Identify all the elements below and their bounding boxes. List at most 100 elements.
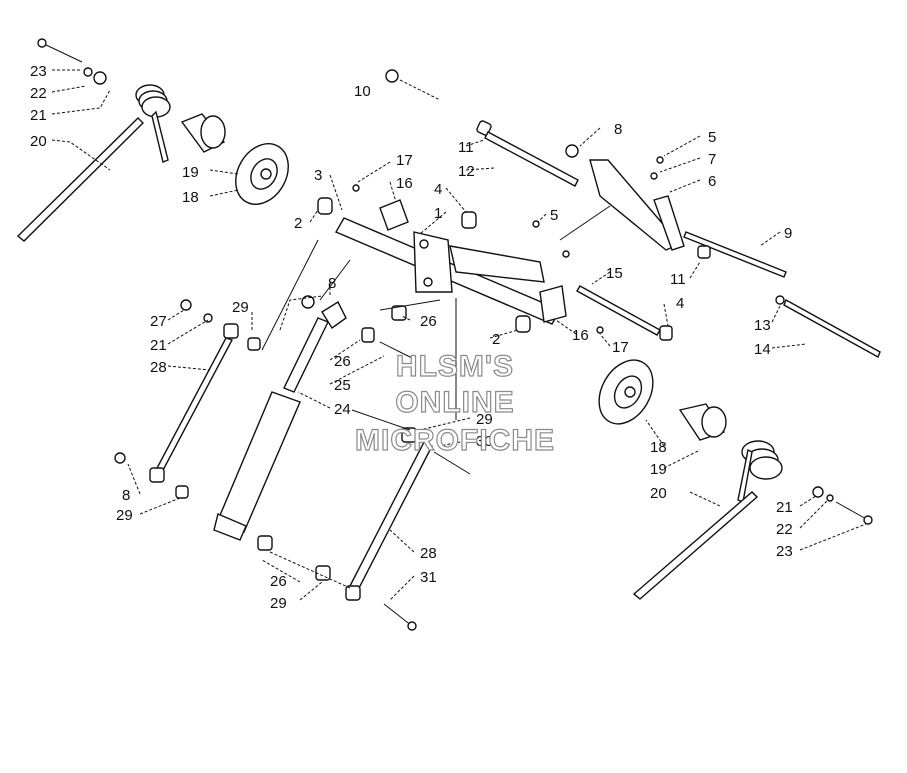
spring-arm-20-left	[16, 117, 144, 242]
callout-28: 28	[150, 359, 167, 376]
callout-8: 8	[122, 487, 130, 504]
washer-22-left	[83, 67, 93, 77]
callout-20: 20	[650, 485, 667, 502]
nut-8-lower	[114, 452, 126, 464]
torsion-spring-20-left	[135, 84, 171, 163]
screw-5-center	[532, 220, 540, 228]
callout-7: 7	[708, 151, 716, 168]
callout-8: 8	[614, 121, 622, 138]
bushing-2-left	[317, 197, 333, 215]
callout-4: 4	[434, 181, 442, 198]
watermark-line-2: ONLINE	[395, 386, 514, 419]
callout-10: 10	[354, 83, 371, 100]
bolt-23-right	[835, 501, 869, 521]
bolt-30	[433, 451, 471, 475]
callout-22: 22	[30, 85, 47, 102]
callout-11: 11	[458, 139, 474, 156]
grease-fitting-17-left	[352, 184, 360, 192]
callout-24: 24	[334, 401, 351, 418]
bolt-9	[683, 231, 787, 278]
callout-3: 3	[314, 167, 322, 184]
nut-10	[385, 69, 399, 83]
callout-29: 29	[270, 595, 287, 612]
link-rod-28-left	[154, 337, 234, 473]
washer-21-link	[203, 313, 213, 323]
callout-4: 4	[676, 295, 684, 312]
bushing-4-upper	[461, 211, 477, 229]
callout-25: 25	[334, 377, 351, 394]
callout-17: 17	[612, 339, 629, 356]
callout-23: 23	[776, 543, 793, 560]
callout-19: 19	[182, 164, 199, 181]
callout-23: 23	[30, 63, 47, 80]
callout-26: 26	[420, 313, 437, 330]
callout-13: 13	[754, 317, 771, 334]
callout-16: 16	[572, 327, 589, 344]
spring-arm-20-right	[632, 491, 759, 600]
callout-18: 18	[182, 189, 199, 206]
bushing-26-upper	[391, 305, 407, 321]
callout-21: 21	[776, 499, 793, 516]
bolt-14	[783, 299, 881, 358]
callout-30: 30	[476, 433, 493, 450]
watermark-line-1: HLSM'S	[396, 350, 514, 383]
bushing-16-right	[539, 285, 567, 323]
nut-8-shock	[301, 295, 315, 309]
washer-7	[650, 172, 658, 180]
callout-31: 31	[420, 569, 437, 586]
link-rod-28-right	[349, 441, 433, 591]
left-spring-assembly	[16, 38, 289, 242]
callout-29: 29	[476, 411, 493, 428]
callout-22: 22	[776, 521, 793, 538]
nut-8-upper	[565, 144, 579, 158]
shaft-12	[484, 131, 579, 187]
callout-26: 26	[334, 353, 351, 370]
bushing-29-lower-left	[175, 485, 189, 499]
callout-21: 21	[30, 107, 47, 124]
callout-17: 17	[396, 152, 413, 169]
washer-21-right	[812, 486, 824, 498]
bushing-29-mid	[401, 427, 417, 443]
bushing-2-right	[515, 315, 531, 333]
screw-5-upper	[656, 156, 664, 164]
watermark-line-3: MICROFICHE	[355, 424, 555, 457]
shock-and-links	[114, 295, 471, 631]
leader-lines	[51, 69, 867, 601]
callout-29: 29	[116, 507, 133, 524]
upper-shaft-assembly	[385, 69, 881, 358]
callout-2: 2	[492, 331, 500, 348]
callout-5: 5	[550, 207, 558, 224]
bushing-26-mid	[361, 327, 375, 343]
shaft-15	[576, 285, 661, 336]
callout-12: 12	[458, 163, 475, 180]
callout-28: 28	[420, 545, 437, 562]
bushing-29-lower	[315, 565, 331, 581]
grease-fitting-17-right	[596, 326, 604, 334]
bolt-23-left	[43, 43, 83, 63]
callout-14: 14	[754, 341, 771, 358]
callout-8: 8	[328, 275, 336, 292]
bushing-29-upper-left	[223, 323, 239, 339]
bushing-11-lower	[697, 245, 711, 259]
bushing-16-left	[379, 199, 409, 231]
bushing-4-lower	[659, 325, 673, 341]
callout-labels: 23 22 21 20 19 18 3 2 17 16 4 1 5 10 11 …	[30, 63, 793, 612]
callout-18: 18	[650, 439, 667, 456]
center-pivot-assembly	[317, 184, 673, 341]
callout-9: 9	[784, 225, 792, 242]
callout-21: 21	[150, 337, 167, 354]
callout-26: 26	[270, 573, 287, 590]
callout-5: 5	[708, 129, 716, 146]
right-spring-assembly	[598, 359, 873, 600]
washer-13	[775, 295, 785, 305]
pivot-arm-1	[413, 231, 453, 293]
callout-27: 27	[150, 313, 167, 330]
callout-20: 20	[30, 133, 47, 150]
washer-22-right	[826, 494, 834, 502]
callout-1: 1	[434, 205, 442, 222]
bushing-26-lower	[257, 535, 273, 551]
callout-15: 15	[606, 265, 623, 282]
watermark: HLSM'S ONLINE MICROFICHE	[354, 349, 555, 457]
